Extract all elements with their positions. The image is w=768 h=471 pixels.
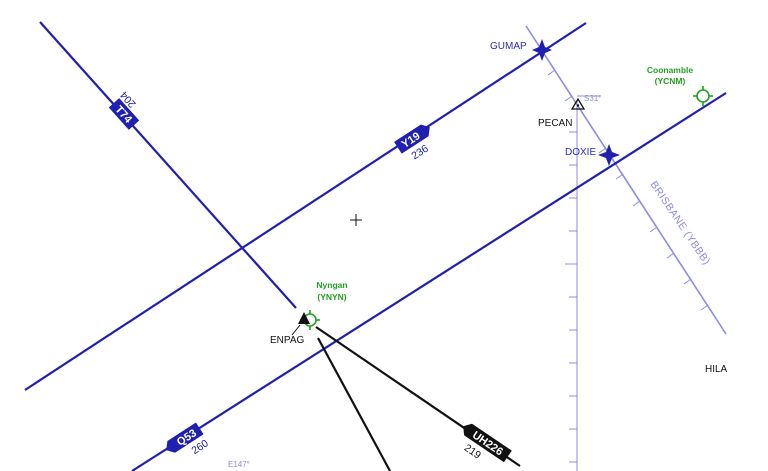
route-tag-t74[interactable]: T74 204 <box>107 89 148 130</box>
star-waypoint-icon <box>532 39 552 61</box>
airway-unnamed-line <box>317 337 391 471</box>
longitude-label: E147° <box>228 460 250 469</box>
airport-coonamble[interactable]: Coonamble (YCNM) <box>647 65 713 106</box>
airport-coonamble-name: Coonamble <box>647 65 694 75</box>
longitude-ticks <box>565 131 577 463</box>
airport-nyngan[interactable]: Nyngan (YNYN) <box>300 280 348 330</box>
waypoint-pecan[interactable]: PECAN <box>538 97 586 129</box>
route-tag-t74-shape <box>108 98 140 130</box>
fir-boundary-line <box>525 25 727 335</box>
waypoint-doxie-label: DOXIE <box>565 147 596 158</box>
latitude-label: S31° <box>584 94 601 103</box>
airway-y19-line <box>24 22 587 391</box>
route-tag-y19[interactable]: Y19 236 <box>394 121 442 166</box>
crosshair-icon <box>350 214 362 226</box>
fir-boundary-ticks <box>547 69 709 311</box>
fir-boundary-layer <box>525 25 727 471</box>
waypoint-pecan-label: PECAN <box>538 118 572 129</box>
route-tag-uh226[interactable]: UH226 219 <box>451 420 512 471</box>
airway-t74-line <box>39 21 297 309</box>
route-tag-y19-shape <box>394 124 430 154</box>
waypoint-enpag[interactable]: ENPAG <box>270 312 310 346</box>
airport-coonamble-code: (YCNM) <box>655 76 686 86</box>
waypoint-hila-label: HILA <box>705 364 728 375</box>
airway-q53-line <box>131 92 727 471</box>
route-tag-q53-shape <box>166 422 204 453</box>
waypoint-gumap-label: GUMAP <box>490 41 527 52</box>
enpag-leader-line <box>291 324 301 336</box>
route-tag-q53[interactable]: Q53 260 <box>162 422 211 469</box>
airport-nyngan-name: Nyngan <box>316 280 347 290</box>
airport-nyngan-code: (YNYN) <box>317 292 346 302</box>
triangle-navaid-icon <box>298 312 310 324</box>
airway-layer <box>24 21 727 471</box>
waypoint-doxie[interactable]: DOXIE <box>565 144 620 166</box>
airport-circle-icon <box>693 86 713 106</box>
triangle-navaid-icon <box>570 97 586 110</box>
fir-boundary-label: BRISBANE (YBBB) <box>648 179 713 267</box>
waypoint-enpag-label: ENPAG <box>270 335 304 346</box>
waypoint-gumap[interactable]: GUMAP <box>490 39 552 61</box>
star-waypoint-icon <box>598 144 620 166</box>
route-tag-uh226-shape <box>463 423 512 463</box>
